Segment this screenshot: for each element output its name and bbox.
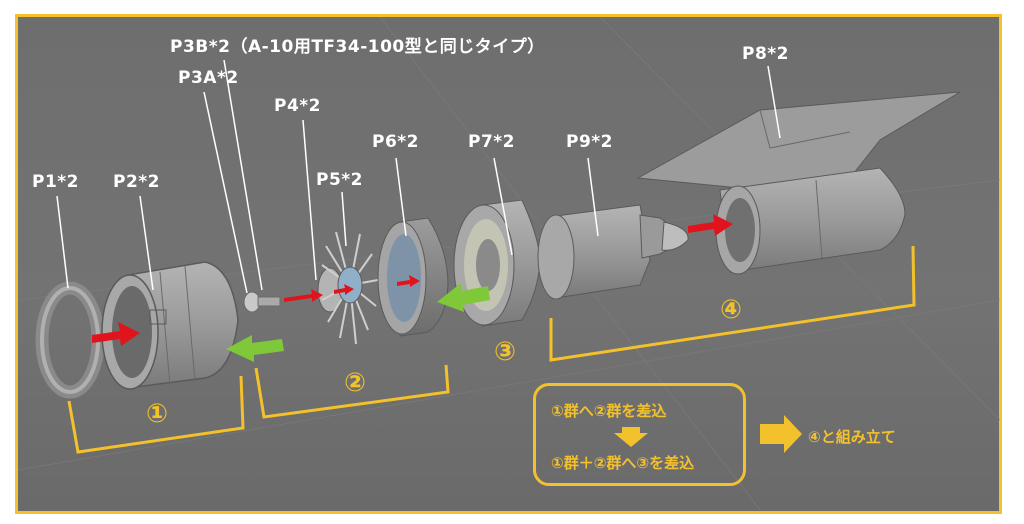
result-arrow	[760, 415, 802, 453]
label-p4: P4*2	[274, 96, 322, 116]
insert-arrows	[92, 214, 733, 346]
label-p3b: P3B*2（A-10用TF34-100型と同じタイプ）	[170, 37, 545, 57]
label-p6: P6*2	[372, 132, 420, 152]
instruction-result: ④と組み立て	[808, 428, 896, 446]
instruction-line-1: ①群へ②群を差込	[551, 402, 667, 420]
label-p2: P2*2	[113, 172, 161, 192]
part-p7-fancase	[453, 199, 541, 327]
part-p5-fan	[317, 231, 379, 345]
instruction-box: ①群へ②群を差込 ①群＋②群へ③を差込	[533, 383, 746, 486]
back-arrows	[226, 283, 490, 362]
part-p1-ring	[35, 281, 105, 399]
part-p3-cone	[243, 291, 281, 313]
label-p9: P9*2	[566, 132, 614, 152]
part-p8-nacelle	[636, 91, 961, 275]
group-number-3: ③	[494, 337, 517, 367]
part-p6-ring	[377, 217, 449, 337]
label-p5: P5*2	[316, 170, 364, 190]
label-p8: P8*2	[742, 44, 790, 64]
note-down-arrow	[614, 427, 648, 447]
label-p7: P7*2	[468, 132, 516, 152]
group-number-1: ①	[146, 399, 169, 429]
group-number-2: ②	[344, 368, 367, 398]
instruction-line-2: ①群＋②群へ③を差込	[551, 454, 695, 472]
group-number-4: ④	[720, 295, 743, 325]
label-p1: P1*2	[32, 172, 80, 192]
group-brackets	[67, 245, 916, 454]
leader-lines	[56, 59, 781, 294]
part-p9-core	[537, 204, 689, 300]
label-p3a: P3A*2	[178, 68, 239, 88]
